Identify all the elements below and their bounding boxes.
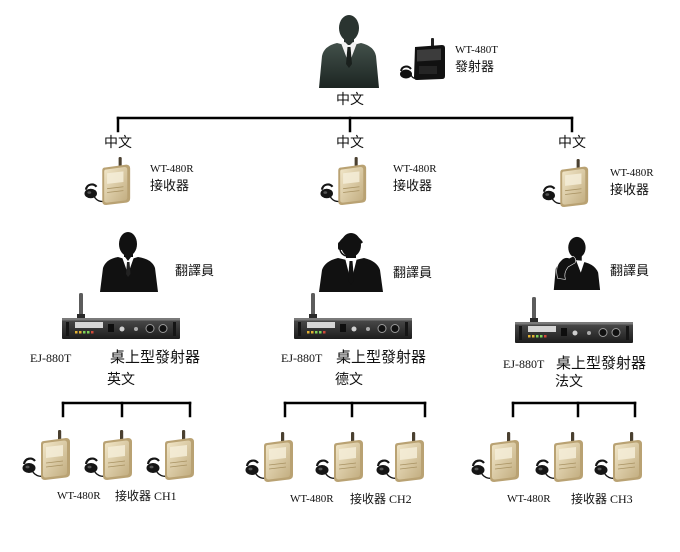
branch-2-output-language: 德文: [335, 372, 363, 388]
pocket-receiver-icon: [375, 430, 426, 484]
branch-2-interpreter: 翻譯員: [393, 266, 433, 281]
branch-1-receiver-name: 接收器: [150, 179, 190, 194]
branch-2-listener-name: 接收器 CH2: [350, 492, 412, 506]
branch-1-receiver-model: WT-480R: [150, 163, 194, 175]
branch-3-transmitter-name: 桌上型發射器: [556, 354, 647, 372]
main-transmitter-model: WT-480T: [455, 44, 498, 56]
desktop-transmitter-icon: [515, 297, 633, 344]
pocket-receiver-icon: [83, 156, 132, 206]
branch-2-transmitter-name: 桌上型發射器: [336, 348, 427, 366]
branch-3-listener-model: WT-480R: [507, 493, 551, 505]
branch-1-transmitter-name: 桌上型發射器: [110, 348, 201, 366]
pocket-receiver-icon: [319, 156, 368, 206]
branch-3-output-language: 法文: [555, 374, 583, 390]
branch-2-receiver-model: WT-480R: [393, 163, 437, 175]
branch-3-receiver-model: WT-480R: [610, 167, 654, 179]
speaker-language: 中文: [336, 92, 364, 108]
interpreter-silhouette-icon: [553, 236, 601, 291]
speaker-silhouette-icon: [319, 15, 379, 88]
pocket-receiver-icon: [593, 430, 644, 484]
interpreter-silhouette-icon: [318, 231, 384, 292]
branch-1-language: 中文: [104, 135, 132, 151]
branch-2-language: 中文: [336, 135, 364, 151]
pocket-receiver-icon: [145, 428, 196, 482]
branch-3-language: 中文: [558, 135, 586, 151]
branch-3-interpreter: 翻譯員: [610, 264, 650, 279]
branch-3-transmitter-model: EJ-880T: [503, 357, 545, 371]
pocket-receiver-icon: [21, 428, 72, 482]
handheld-transmitter-icon: [399, 38, 446, 81]
branch-2-transmitter-model: EJ-880T: [281, 351, 323, 365]
branch-1-transmitter-model: EJ-880T: [30, 351, 72, 365]
pocket-receiver-icon: [541, 158, 590, 208]
branch-1-interpreter: 翻譯員: [175, 264, 215, 279]
pocket-receiver-icon: [470, 430, 521, 484]
branch-1-listener-model: WT-480R: [57, 490, 101, 502]
interpreter-silhouette-icon: [100, 232, 158, 292]
desktop-transmitter-icon: [294, 293, 412, 340]
branch-2-receiver-name: 接收器: [393, 179, 433, 194]
branch-2-listener-model: WT-480R: [290, 493, 334, 505]
branch-3-receiver-name: 接收器: [610, 183, 650, 198]
branch-3-listener-name: 接收器 CH3: [571, 492, 633, 506]
pocket-receiver-icon: [534, 430, 585, 484]
pocket-receiver-icon: [314, 430, 365, 484]
branch-1-listener-name: 接收器 CH1: [115, 489, 177, 503]
pocket-receiver-icon: [83, 428, 134, 482]
branch-1-output-language: 英文: [107, 372, 135, 388]
pocket-receiver-icon: [244, 430, 295, 484]
desktop-transmitter-icon: [62, 293, 180, 340]
main-transmitter-name: 發射器: [455, 60, 495, 75]
